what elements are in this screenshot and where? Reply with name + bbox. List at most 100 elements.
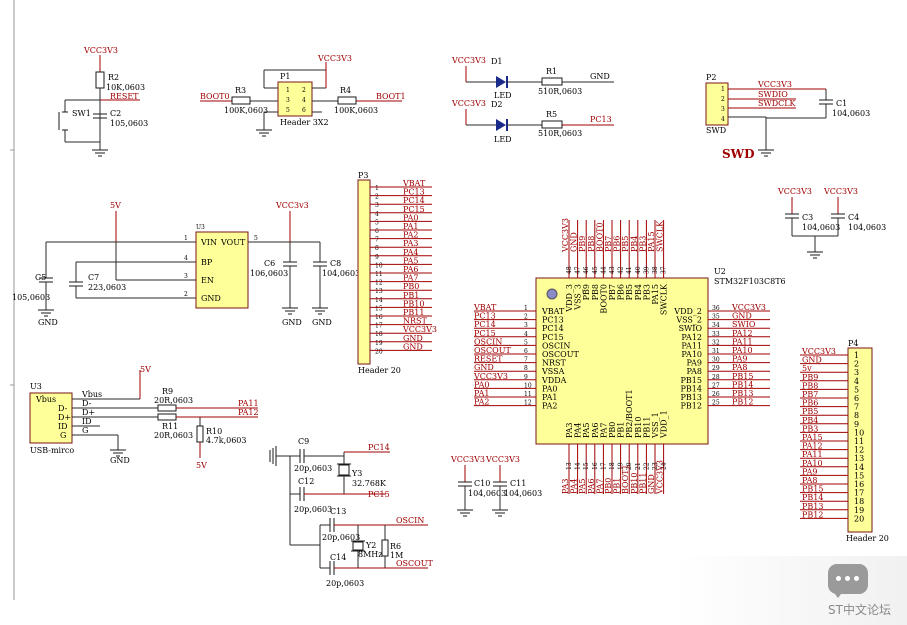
mcu-net-label: PC13 — [474, 312, 496, 321]
mcu-pin-name: PA4 — [574, 422, 583, 438]
p4-net-label: PB5 — [802, 407, 818, 416]
mcu-pin-number: 14 — [575, 462, 582, 470]
y2-ref: Y2 — [365, 541, 376, 550]
c7-ref: C7 — [88, 273, 99, 282]
mcu-net-label: VBAT — [473, 303, 497, 312]
mcu-pin-name: PB7 — [608, 284, 617, 300]
svg-text:EN: EN — [201, 276, 214, 285]
reset-vcc-label: VCC3V3 — [83, 46, 118, 55]
c11-ref: C11 — [510, 479, 526, 488]
mcu-pin-name: PA12 — [681, 333, 702, 342]
mcu-pin-name: VDD_3 — [565, 284, 574, 313]
mcu-pin-number: 40 — [635, 266, 642, 274]
mcu-pin-number: 10 — [524, 382, 532, 389]
reset-circuit: VCC3V3 R2 10K,0603 RESET SW1 C2 105,0603 — [58, 46, 148, 157]
led2-vcc-label: VCC3V3 — [451, 99, 486, 108]
svg-text:2: 2 — [302, 87, 306, 94]
mcu-pin-number: 48 — [566, 266, 573, 274]
p3-pin-number: 1 — [375, 185, 379, 192]
r11-resistor — [157, 413, 177, 421]
swd-net-3: SWDCLK — [758, 99, 797, 108]
mcu-pin-name: VBAT — [541, 307, 565, 316]
mcu-pin-name: PA7 — [599, 422, 608, 438]
p3-pin-number: 13 — [375, 288, 383, 295]
mcu-pin-name: PA11 — [681, 341, 702, 350]
svg-text:3: 3 — [286, 97, 290, 104]
p4-pin-number: 6 — [854, 394, 859, 403]
mcu-pin-number: 23 — [652, 462, 659, 470]
mcu-net-label: PB11 — [638, 473, 647, 494]
svg-text:G: G — [60, 431, 66, 440]
p4-net-label: PA9 — [802, 467, 818, 476]
swd-title: SWD — [722, 147, 755, 161]
mcu-pin-name: VDDA — [541, 376, 567, 385]
d2-led — [496, 119, 506, 131]
p4-net-label: PB3 — [802, 424, 818, 433]
c6-value: 106,0603 — [250, 269, 288, 278]
mcu-pin-number: 29 — [712, 365, 720, 372]
p3-pin-number: 20 — [375, 348, 383, 355]
mcu-net-label: SWCLK — [656, 220, 665, 252]
rtc-crystal-circuit: C9 20p,0603 PC14 Y3 32.768K C12 20p,0603… — [269, 437, 390, 545]
ldo-vout-label: VCC3v3 — [275, 201, 309, 210]
boot-vcc-label: VCC3V3 — [317, 54, 352, 63]
d1-ref: D1 — [491, 57, 503, 66]
mcu-pin-number: 31 — [712, 348, 720, 355]
mcu-net-label: PB13 — [732, 389, 753, 398]
mcu-pin-number: 36 — [712, 305, 720, 312]
led-gnd-net: GND — [590, 72, 610, 81]
p3-net-label: PA3 — [403, 239, 419, 248]
p4-net-label: PB4 — [802, 416, 818, 425]
svg-text:ID: ID — [82, 417, 92, 426]
c14-value: 20p,0603 — [326, 579, 364, 588]
svg-text:1: 1 — [184, 235, 188, 242]
c10-ref: C10 — [474, 479, 490, 488]
mcu-pin-number: 30 — [712, 357, 720, 364]
svg-text:GND: GND — [312, 318, 332, 327]
usb-circuit: U3 USB-mirco Vbus D- D+ ID G Vbus 5V D- … — [29, 365, 259, 470]
r1-resistor — [541, 77, 563, 86]
p4-net-label: PB6 — [802, 399, 818, 408]
p4-pin-number: 10 — [854, 428, 864, 437]
pin1-marker — [546, 288, 558, 300]
mcu-net-label: PA15 — [647, 231, 656, 252]
mcu-pin-number: 22 — [643, 462, 650, 470]
mcu-net-label: PA7 — [595, 478, 604, 494]
mcu-pin-number: 26 — [712, 391, 720, 398]
watermark: ST中文论坛 — [676, 556, 907, 625]
mcu-pin-name: PA15 — [651, 284, 660, 305]
swd-net-2: SWDIO — [758, 90, 788, 99]
mcu-pin-name: PB4 — [634, 284, 643, 300]
mcu-net-label: PA12 — [732, 329, 753, 338]
r11-ref: R11 — [162, 422, 178, 431]
svg-text:5V: 5V — [196, 461, 207, 470]
r5-resistor — [541, 120, 563, 129]
mcu-net-label: PB1 — [613, 478, 622, 494]
mcu-net-label: SWIO — [732, 320, 756, 329]
r9-ref: R9 — [162, 387, 173, 396]
mcu-pin-number: 46 — [583, 266, 590, 274]
p3-net-label: PB0 — [403, 282, 419, 291]
mcu-net-label: PA2 — [474, 398, 490, 407]
p1-header — [277, 81, 313, 117]
mcu-pin-name: PB0 — [608, 422, 617, 438]
mcu-pin-name: PB12 — [681, 402, 702, 411]
r3-ref: R3 — [235, 86, 246, 95]
p4-net-label: PB13 — [802, 502, 823, 511]
p4-pin-number: 17 — [854, 489, 864, 498]
swd-net-1: VCC3V3 — [757, 80, 792, 89]
mcu-net-label: GND — [647, 474, 656, 494]
c12-value: 20p,0603 — [294, 505, 332, 514]
mcu-net-label: GND — [732, 312, 752, 321]
p3-net-label: PB11 — [403, 308, 424, 317]
mcu-net-label: PB14 — [732, 380, 753, 389]
mcu-pin-number: 39 — [643, 266, 650, 274]
mcu-pin-number: 9 — [524, 374, 528, 381]
r4-ref: R4 — [340, 86, 351, 95]
mcu-pin-name: PB14 — [681, 384, 702, 393]
mcu-net-label: PB5 — [621, 236, 630, 252]
mcu-pin-number: 47 — [575, 266, 582, 274]
mcu-net-label: PA0 — [474, 380, 490, 389]
p3-header — [357, 179, 371, 365]
